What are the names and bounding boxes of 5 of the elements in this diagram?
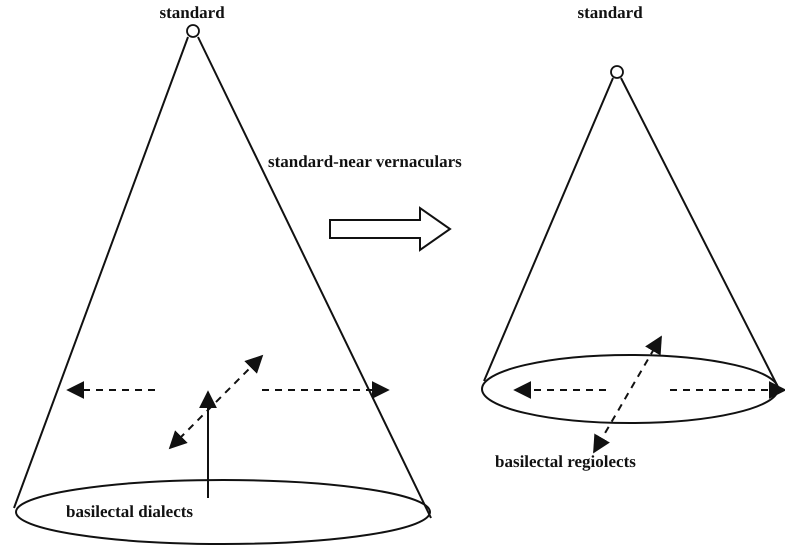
diagram-label: standard — [160, 3, 225, 23]
diagram-label: standard — [578, 3, 643, 23]
diagram-label: basilectal dialects — [66, 502, 194, 522]
diagram-label: standard-near vernaculars — [268, 152, 462, 172]
diagram-label: basilectal regiolects — [495, 452, 636, 472]
